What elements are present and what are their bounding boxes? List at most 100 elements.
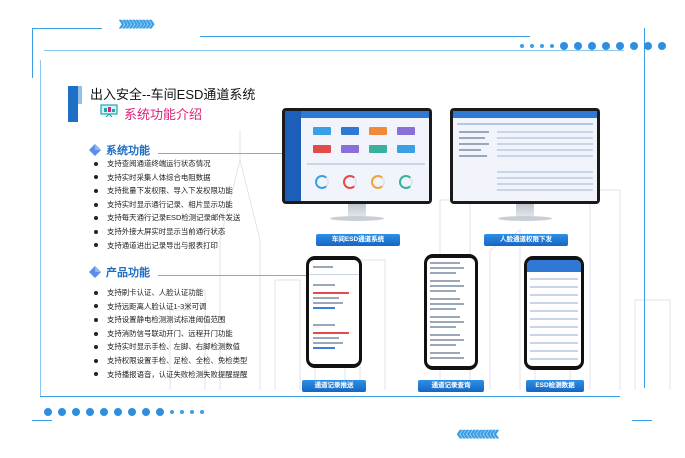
- product-features-title: 产品功能: [106, 267, 150, 279]
- table-row: [459, 143, 489, 145]
- table-row: [459, 137, 485, 139]
- table-row: [530, 318, 578, 320]
- monitor-screen: [282, 108, 432, 204]
- table-row: [497, 189, 593, 191]
- phone-record-push: [306, 256, 362, 368]
- dashboard-card: [341, 127, 359, 135]
- table-row: [497, 143, 593, 145]
- list-item: 支持刷卡认证、人脸认证功能: [94, 286, 247, 300]
- heading-rule: [158, 152, 308, 154]
- dashboard-card: [369, 127, 387, 135]
- table-row: [530, 334, 578, 336]
- list-item: 支持批量下发权限、导入下发权限功能: [94, 184, 240, 198]
- frame-line-top-inner: [44, 50, 624, 51]
- list-item: 支持实时显示通行记录、相片显示功能: [94, 198, 240, 212]
- monitor-screen: [450, 108, 600, 204]
- chevron-right-icon: ››››››››››: [118, 10, 157, 35]
- text-line: [430, 321, 464, 323]
- table-row: [459, 131, 489, 133]
- app-topbar: [453, 111, 597, 118]
- text-line: [430, 267, 464, 269]
- text-line: [430, 272, 456, 274]
- list-item: 支持实时采集人体综合电阻数据: [94, 171, 240, 185]
- chevron-left-icon: ‹‹‹‹‹‹‹‹‹‹‹‹: [456, 420, 502, 445]
- caption-face-permission: 人脸通道权限下发: [484, 234, 568, 246]
- table-row: [530, 286, 578, 288]
- text-line: [430, 298, 460, 300]
- table-row: [497, 183, 593, 185]
- text-line: [313, 302, 343, 304]
- list-item: 支持设置静电检测测试标准阈值范围: [94, 313, 247, 327]
- gauge-chart: [343, 175, 357, 189]
- text-line: [313, 297, 339, 299]
- gauge-chart: [371, 175, 385, 189]
- table-row: [497, 155, 593, 157]
- dashboard-screenshot: [285, 111, 429, 201]
- list-item: 支持远距离人脸认证1-3米可调: [94, 300, 247, 314]
- table-row: [530, 342, 578, 344]
- text-line: [430, 357, 464, 359]
- product-features-heading: 产品功能: [88, 264, 308, 280]
- table-row: [497, 177, 593, 179]
- phone-screen: [427, 258, 475, 366]
- text-line: [313, 292, 349, 294]
- table-row: [497, 137, 593, 139]
- list-item: 支持消防信号联动开门、远程开门功能: [94, 327, 247, 341]
- monitor-base: [498, 216, 552, 221]
- table-row: [459, 149, 481, 151]
- monitor-stand: [516, 204, 534, 218]
- dashboard-card: [369, 145, 387, 153]
- phone-esd-data: [524, 256, 584, 370]
- table-row: [530, 278, 578, 280]
- dashboard-card: [313, 145, 331, 153]
- app-sidebar: [285, 111, 301, 201]
- table-row: [530, 302, 578, 304]
- dot-row-bottom: [44, 408, 204, 416]
- table-row: [459, 155, 487, 157]
- text-line: [430, 280, 460, 282]
- list-item: 支持查阅通道终端运行状态情况: [94, 157, 240, 171]
- heading-rule: [158, 274, 308, 276]
- text-line: [430, 285, 464, 287]
- table-row: [530, 350, 578, 352]
- list-item: 支持每天通行记录ESD检测记录邮件发送: [94, 211, 240, 225]
- text-line: [313, 307, 335, 309]
- caption-esd-system: 车间ESD通道系统: [316, 234, 400, 246]
- app-topbar: [301, 111, 429, 118]
- dashboard-card: [341, 145, 359, 153]
- phone-record-query: [424, 254, 478, 370]
- text-line: [313, 347, 335, 349]
- system-features-heading: 系统功能: [88, 142, 308, 158]
- table-row: [530, 310, 578, 312]
- toolbar: [457, 123, 593, 125]
- title-accent-bar: [68, 86, 78, 122]
- frame-line-bottom-left: [32, 420, 52, 421]
- monitor-esd-system: [282, 108, 432, 226]
- caption-record-push: 通道记录推送: [302, 380, 366, 392]
- table-row: [530, 326, 578, 328]
- diamond-icon: [89, 144, 101, 156]
- divider: [309, 274, 359, 275]
- caption-esd-data: ESD检测数据: [526, 380, 584, 392]
- text-line: [430, 262, 460, 264]
- presentation-icon: [100, 104, 118, 118]
- page-title: 出入安全--车间ESD通道系统: [90, 87, 256, 102]
- phone-screen: [309, 260, 359, 364]
- permission-screenshot: [453, 111, 597, 201]
- text-line: [430, 326, 456, 328]
- frame-line-top: [200, 36, 530, 37]
- table-row: [530, 294, 578, 296]
- diamond-icon: [89, 266, 101, 278]
- text-line: [430, 308, 456, 310]
- monitor-base: [330, 216, 384, 221]
- text-line: [313, 342, 343, 344]
- monitor-stand: [348, 204, 366, 218]
- frame-line-bottom-right: [632, 420, 652, 421]
- table-row: [497, 131, 593, 133]
- text-line: [430, 290, 456, 292]
- text-line: [313, 337, 339, 339]
- frame-line-right: [644, 28, 645, 388]
- monitor-face-permission: [450, 108, 600, 226]
- text-line: [430, 334, 460, 336]
- table-row: [530, 358, 578, 360]
